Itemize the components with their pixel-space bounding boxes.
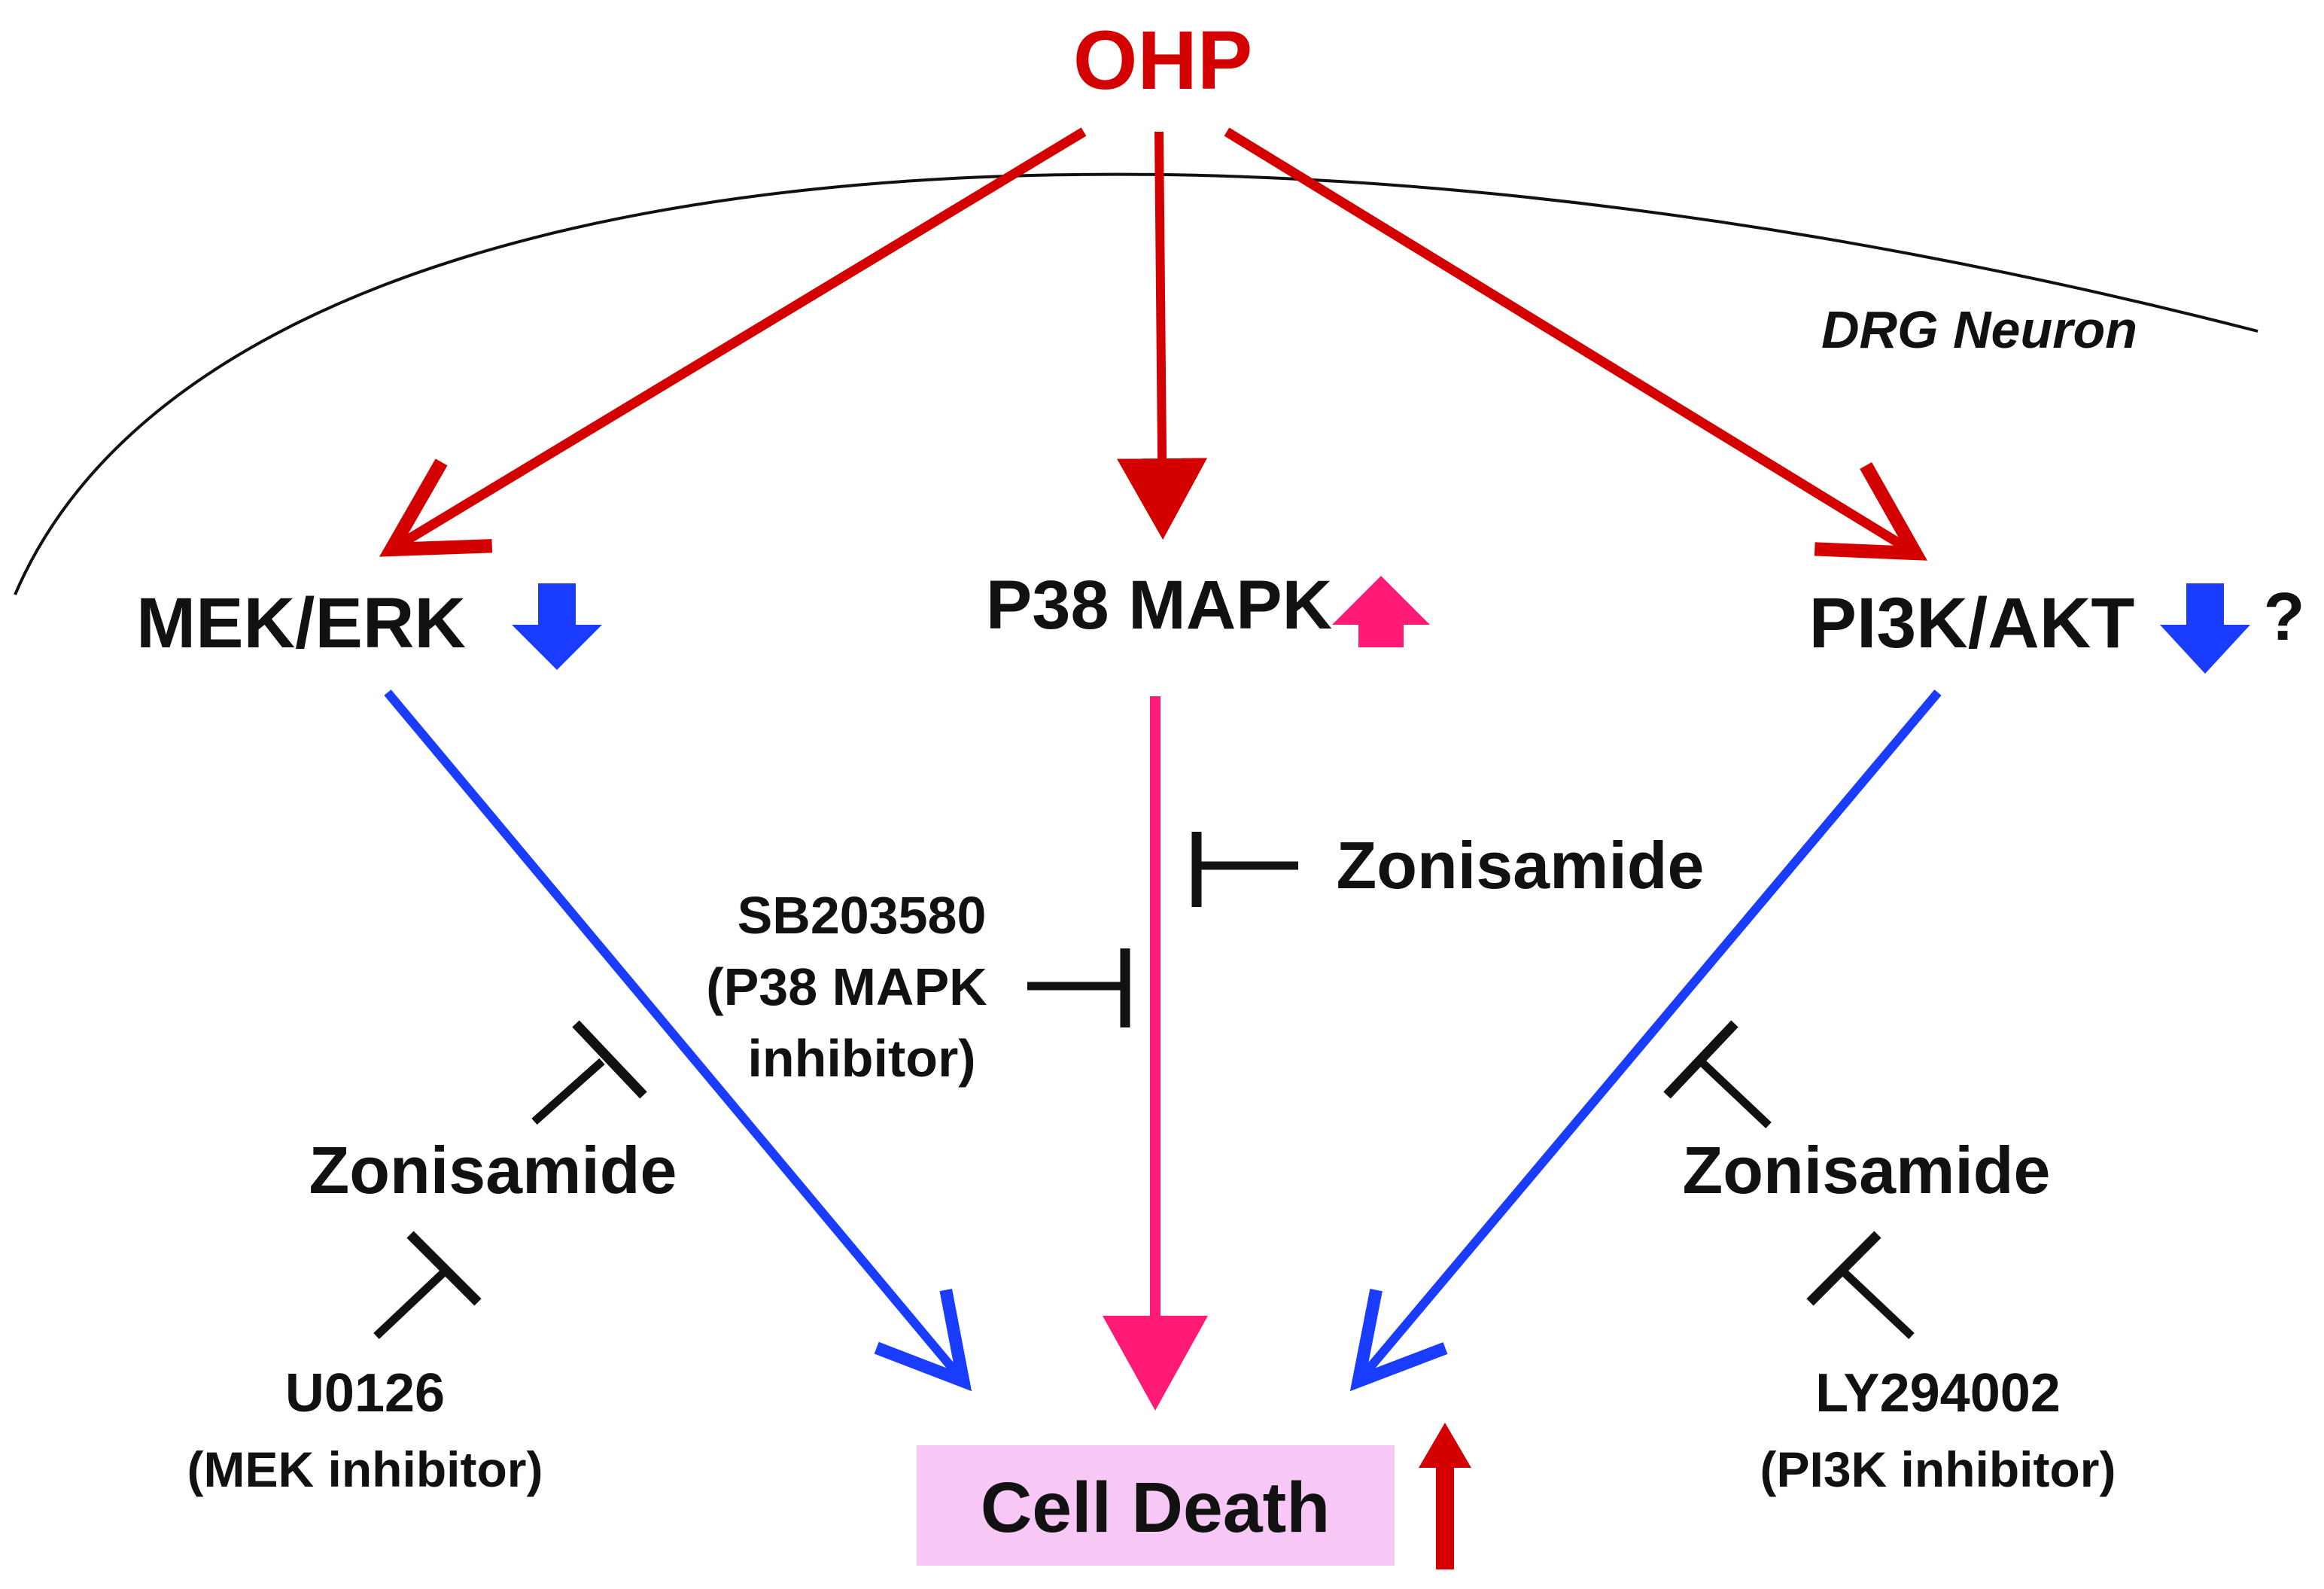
pathway-mek-erk: MEK/ERK [136, 583, 466, 663]
mek-down-arrow-icon [512, 583, 602, 670]
drg-neuron-label: DRG Neuron [1821, 300, 2137, 359]
pathway-p38: P38 MAPK [986, 567, 1332, 644]
zonisamide-left-blocker-stem [531, 1058, 605, 1125]
zonisamide-left-blocker-bar [572, 1020, 647, 1099]
sb203580-desc-line1: (P38 MAPK [706, 957, 987, 1016]
cell-death-label: Cell Death [981, 1468, 1331, 1548]
ohp-to-pi3k-arrow [1224, 127, 1927, 561]
pi3k-down-arrow-icon [2160, 583, 2250, 674]
u0126-label: U0126 [285, 1363, 445, 1423]
ohp-to-mek-arrow [379, 127, 1087, 557]
ly294002-blocker-bar [1806, 1231, 1881, 1306]
u0126-blocker-bar [406, 1231, 482, 1306]
cell-death-box [917, 1445, 1395, 1566]
ohp-title: OHP [1073, 14, 1252, 107]
cell-death-up-arrow-icon [1419, 1423, 1471, 1569]
zonisamide-right-blocker-bar [1663, 1020, 1738, 1099]
pi3k-question-mark: ? [2264, 580, 2305, 655]
zonisamide-center-label: Zonisamide [1337, 828, 1705, 903]
p38-up-arrow-icon [1332, 576, 1430, 647]
pi3k-to-death-arrow [1349, 689, 1942, 1392]
zonisamide-right-blocker-stem [1698, 1058, 1772, 1128]
sb203580-desc-line2: inhibitor) [747, 1029, 975, 1088]
zonisamide-left-label: Zonisamide [309, 1133, 677, 1207]
cell-membrane-arc [14, 172, 2259, 595]
ohp-to-p38-arrow [1117, 131, 1208, 540]
u0126-desc: (MEK inhibitor) [187, 1441, 543, 1497]
u0126-blocker-stem [373, 1269, 447, 1339]
ly294002-label: LY294002 [1815, 1363, 2061, 1423]
zonisamide-right-label: Zonisamide [1683, 1133, 2051, 1207]
ly294002-blocker-stem [1841, 1269, 1915, 1339]
sb203580-label: SB203580 [738, 886, 987, 945]
ly294002-desc: (PI3K inhibitor) [1760, 1441, 2116, 1497]
pathway-pi3k-akt: PI3K/AKT [1809, 583, 2135, 663]
mek-to-death-arrow [384, 689, 972, 1392]
